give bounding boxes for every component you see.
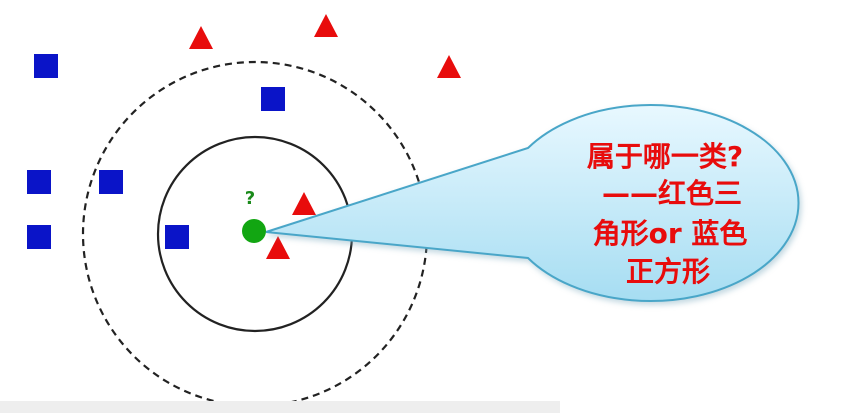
callout-line: 正方形 [626, 255, 710, 288]
blue-square [27, 170, 51, 194]
blue-square [34, 54, 58, 78]
callout-line: ——红色三 [602, 177, 742, 210]
red-triangles-group [189, 14, 461, 259]
blue-square [27, 225, 51, 249]
blue-squares-group [27, 54, 285, 249]
red-triangle [437, 55, 461, 78]
callout-text: 属于哪一类? ——红色三 角形or 蓝色 正方形 [587, 140, 748, 288]
red-triangle [266, 236, 290, 259]
query-point-label: ? [245, 188, 255, 209]
speech-bubble [265, 104, 800, 302]
callout-line: 角形or 蓝色 [593, 217, 748, 250]
query-point [242, 219, 266, 243]
red-triangle [189, 26, 213, 49]
red-triangle [292, 192, 316, 215]
bottom-strip [0, 401, 560, 413]
blue-square [165, 225, 189, 249]
red-triangle [314, 14, 338, 37]
blue-square [261, 87, 285, 111]
blue-square [99, 170, 123, 194]
callout-line: 属于哪一类? [587, 140, 743, 173]
speech-bubble-shape [265, 104, 800, 302]
